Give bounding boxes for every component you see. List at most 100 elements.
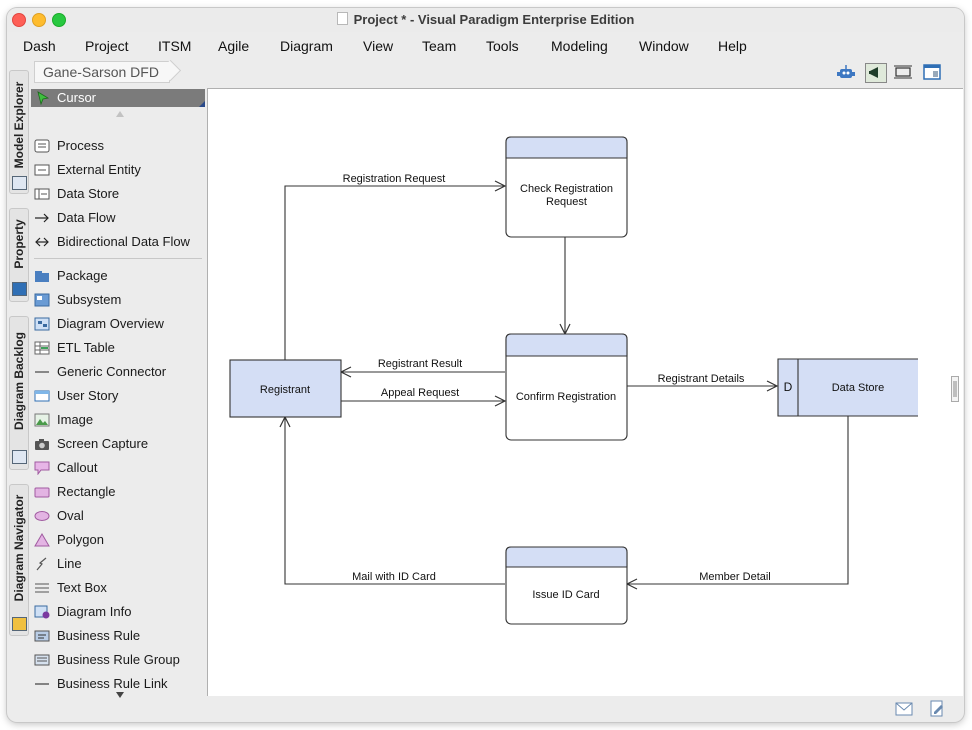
panel-splitter-grip[interactable] (951, 376, 959, 402)
palette-item-external-entity[interactable]: External Entity (34, 161, 204, 179)
callout-icon (34, 461, 50, 475)
flow-label-mail-with-id-card: Mail with ID Card (352, 571, 436, 583)
tab-diagram-navigator-label: Diagram Navigator (12, 494, 26, 602)
breadcrumb[interactable]: Gane-Sarson DFD (34, 61, 170, 83)
menu-project[interactable]: Project (85, 38, 129, 54)
menu-modeling[interactable]: Modeling (551, 38, 608, 54)
palette-item-data-flow[interactable]: Data Flow (34, 209, 204, 227)
palette-item-process[interactable]: Process (34, 137, 204, 155)
generic-connector-icon (35, 371, 49, 373)
image-icon (34, 413, 50, 427)
tab-model-explorer[interactable]: Model Explorer (9, 70, 29, 194)
palette-item-user-story[interactable]: User Story (34, 387, 204, 405)
palette-item-image[interactable]: Image (34, 411, 204, 429)
process-label-confirm: Confirm Registration (516, 391, 616, 403)
tab-diagram-navigator[interactable]: Diagram Navigator (9, 484, 29, 636)
process-confirm-registration[interactable]: Confirm Registration (505, 333, 628, 441)
data-store-label: Data Store (832, 382, 885, 394)
palette-item-label: User Story (57, 388, 119, 403)
palette-cursor[interactable]: Cursor (31, 89, 205, 107)
diagram-overview-icon (34, 317, 50, 331)
subsystem-icon (34, 293, 50, 307)
arrow-right-icon (35, 213, 49, 223)
flow-registrant-details[interactable]: Registrant Details (627, 373, 777, 386)
tab-diagram-backlog[interactable]: Diagram Backlog (9, 316, 29, 470)
flow-appeal-request[interactable]: Appeal Request (341, 387, 505, 401)
process-check-registration-request[interactable]: Check Registration Request (505, 136, 628, 238)
palette-item-label: Data Store (57, 186, 120, 201)
close-window-button[interactable] (12, 13, 26, 27)
palette-cursor-label: Cursor (57, 90, 97, 105)
palette-item-label: External Entity (57, 162, 141, 177)
flow-label-member-detail: Member Detail (699, 571, 771, 583)
palette-item-business-rule-group[interactable]: Business Rule Group (34, 651, 204, 669)
palette-item-label: Generic Connector (57, 364, 167, 379)
palette-scroll-down-icon[interactable] (116, 692, 124, 698)
flow-label-registrant-result: Registrant Result (378, 358, 462, 370)
palette-item-subsystem[interactable]: Subsystem (34, 291, 204, 309)
menu-dash[interactable]: Dash (23, 38, 56, 54)
palette-item-bidirectional-data-flow[interactable]: Bidirectional Data Flow (34, 233, 204, 251)
fit-diagram-icon[interactable] (893, 63, 913, 81)
mail-icon[interactable] (895, 702, 913, 716)
menu-bar: Dash Project ITSM Agile Diagram View Tea… (7, 36, 964, 56)
palette-item-screen-capture[interactable]: Screen Capture (34, 435, 204, 453)
menu-agile[interactable]: Agile (218, 38, 250, 54)
palette-item-label: Package (57, 268, 108, 283)
palette-item-generic-connector[interactable]: Generic Connector (34, 363, 204, 381)
maximize-window-button[interactable] (52, 13, 66, 27)
palette-item-label: Diagram Info (57, 604, 132, 619)
palette-item-oval[interactable]: Oval (34, 507, 204, 525)
palette-item-label: Business Rule Link (57, 676, 168, 691)
palette-item-business-rule[interactable]: Business Rule (34, 627, 204, 645)
diagram-canvas[interactable]: Registration Request Registrant Result A… (207, 88, 963, 696)
megaphone-icon[interactable] (865, 63, 887, 83)
menu-window[interactable]: Window (639, 38, 689, 54)
data-store[interactable]: D Data Store (777, 358, 918, 417)
menu-tools[interactable]: Tools (486, 38, 519, 54)
camera-icon (35, 439, 49, 450)
process-icon (34, 139, 50, 153)
palette-separator (34, 258, 202, 259)
palette-item-package[interactable]: Package (34, 267, 204, 285)
palette-item-text-box[interactable]: Text Box (34, 579, 204, 597)
edit-document-icon[interactable] (929, 700, 945, 717)
external-entity-registrant[interactable]: Registrant (229, 359, 342, 418)
palette-item-line[interactable]: Line (34, 555, 204, 573)
palette-item-callout[interactable]: Callout (34, 459, 204, 477)
palette-item-etl-table[interactable]: ETL Table (34, 339, 204, 357)
window-title: Project * - Visual Paradigm Enterprise E… (7, 12, 964, 27)
palette-item-label: Process (57, 138, 104, 153)
palette-item-label: Rectangle (57, 484, 116, 499)
palette-item-diagram-overview[interactable]: Diagram Overview (34, 315, 204, 333)
palette-item-diagram-info[interactable]: Diagram Info (34, 603, 204, 621)
tab-property[interactable]: Property (9, 208, 29, 302)
menu-team[interactable]: Team (422, 38, 457, 54)
palette-item-data-store[interactable]: Data Store (34, 185, 204, 203)
model-explorer-icon (12, 176, 27, 190)
menu-help[interactable]: Help (718, 38, 747, 54)
flow-mail-with-id-card[interactable]: Mail with ID Card (285, 417, 505, 585)
layout-panel-icon[interactable] (922, 63, 942, 81)
menu-itsm[interactable]: ITSM (158, 38, 192, 54)
line-icon (36, 557, 47, 571)
palette-item-business-rule-link[interactable]: Business Rule Link (34, 675, 204, 693)
palette-scroll-up-icon[interactable] (116, 111, 124, 117)
flow-registration-request[interactable]: Registration Request (284, 173, 505, 360)
palette-item-rectangle[interactable]: Rectangle (34, 483, 204, 501)
palette-item-label: Diagram Overview (57, 316, 164, 331)
palette-item-label: Bidirectional Data Flow (57, 234, 190, 249)
palette-item-polygon[interactable]: Polygon (34, 531, 204, 549)
package-icon (35, 271, 49, 282)
menu-diagram[interactable]: Diagram (280, 38, 333, 54)
palette-item-label: Text Box (57, 580, 107, 595)
menu-view[interactable]: View (363, 38, 394, 54)
robot-icon[interactable] (836, 63, 856, 81)
dfd-diagram[interactable]: Registration Request Registrant Result A… (208, 89, 963, 696)
minimize-window-button[interactable] (32, 13, 46, 27)
flow-member-detail[interactable]: Member Detail (627, 416, 849, 584)
process-issue-id-card[interactable]: Issue ID Card (505, 546, 628, 625)
flow-registrant-result[interactable]: Registrant Result (341, 358, 505, 372)
rectangle-icon (34, 487, 50, 498)
tab-property-label: Property (12, 219, 26, 269)
